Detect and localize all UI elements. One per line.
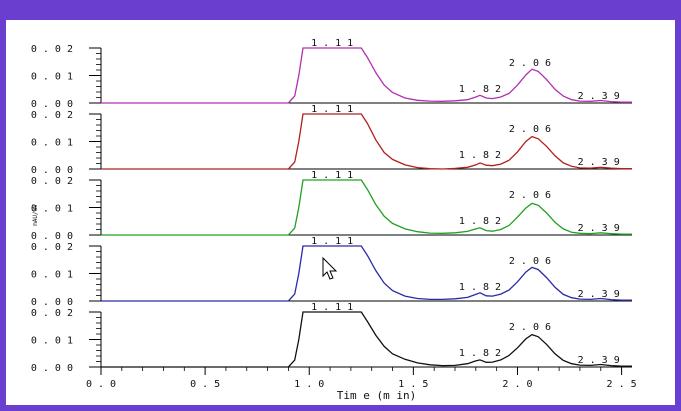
peak-label: 1 . 8 2 <box>459 150 501 161</box>
y-tick-label: 0 . 0 1 <box>31 138 73 149</box>
peak-label: 1 . 1 1 <box>311 170 353 181</box>
y-tick-label: 0 . 0 2 <box>31 110 73 121</box>
peak-label: 1 . 8 2 <box>459 282 501 293</box>
peak-label: 2 . 3 9 <box>578 355 620 366</box>
peak-label: 2 . 3 9 <box>578 91 620 102</box>
y-tick-label: 0 . 0 2 <box>31 242 73 253</box>
peak-label: 1 . 1 1 <box>311 104 353 115</box>
x-tick-label: 1 . 0 <box>294 379 324 390</box>
peak-label: 2 . 3 9 <box>578 223 620 234</box>
y-axis-label: mAU/mV <box>32 204 39 226</box>
x-tick-label: 1 . 5 <box>398 379 428 390</box>
peak-label: 1 . 1 1 <box>311 236 353 247</box>
y-tick-label: 0 . 0 2 <box>31 176 73 187</box>
peak-label: 2 . 3 9 <box>578 157 620 168</box>
panel-3-trace <box>101 179 632 236</box>
panel-5-trace <box>101 311 632 368</box>
peak-label: 2 . 0 6 <box>509 322 551 333</box>
peak-label: 2 . 0 6 <box>509 58 551 69</box>
chart-frame <box>6 20 675 405</box>
x-tick-label: 0 . 0 <box>86 379 116 390</box>
x-axis-label: Tim e (m in) <box>337 389 416 402</box>
y-tick-label: 0 . 0 0 <box>31 165 73 176</box>
panel-4-trace <box>101 245 632 302</box>
y-tick-label: 0 . 0 1 <box>31 204 73 215</box>
x-tick-label: 0 . 5 <box>190 379 220 390</box>
peak-label: 2 . 3 9 <box>578 289 620 300</box>
y-tick-label: 0 . 0 1 <box>31 336 73 347</box>
y-tick-label: 0 . 0 0 <box>31 99 73 110</box>
peak-label: 1 . 8 2 <box>459 348 501 359</box>
y-tick-label: 0 . 0 1 <box>31 72 73 83</box>
peak-label: 1 . 8 2 <box>459 84 501 95</box>
x-tick-label: 2 . 0 <box>502 379 532 390</box>
y-tick-label: 0 . 0 0 <box>31 297 73 308</box>
panel-1-trace <box>101 47 632 104</box>
y-tick-label: 0 . 0 2 <box>31 308 73 319</box>
y-tick-label: 0 . 0 0 <box>31 363 73 374</box>
y-tick-label: 0 . 0 1 <box>31 270 73 281</box>
peak-label: 1 . 8 2 <box>459 216 501 227</box>
x-tick-label: 2 . 5 <box>607 379 637 390</box>
y-tick-label: 0 . 0 2 <box>31 44 73 55</box>
peak-label: 2 . 0 6 <box>509 190 551 201</box>
arrow-cursor-icon <box>322 256 338 280</box>
peak-label: 1 . 1 1 <box>311 302 353 313</box>
peak-label: 2 . 0 6 <box>509 124 551 135</box>
panel-2-trace <box>101 113 632 170</box>
y-tick-label: 0 . 0 0 <box>31 231 73 242</box>
peak-label: 2 . 0 6 <box>509 256 551 267</box>
peak-label: 1 . 1 1 <box>311 38 353 49</box>
